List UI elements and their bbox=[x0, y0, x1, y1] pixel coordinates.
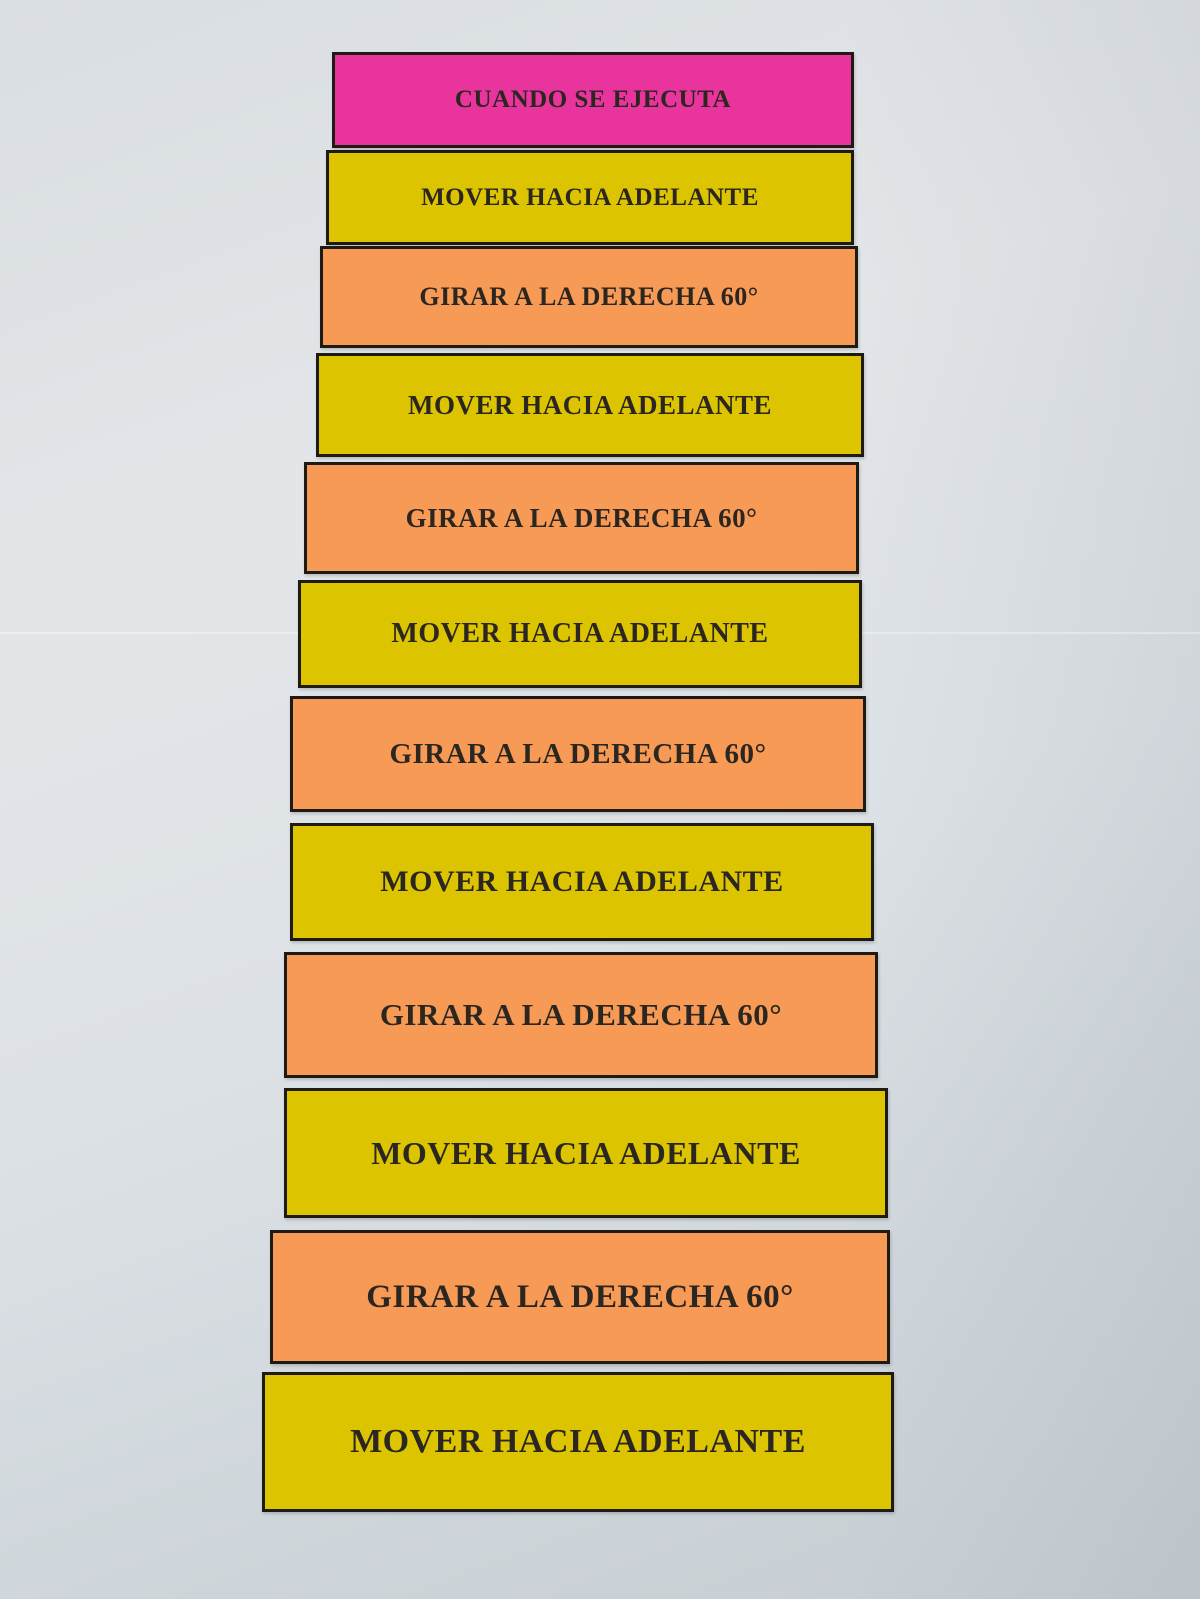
block-turn-right: GIRAR A LA DERECHA 60° bbox=[304, 462, 859, 574]
block-label: GIRAR A LA DERECHA 60° bbox=[405, 502, 758, 533]
lighting-shade bbox=[840, 0, 1200, 1599]
block-label: MOVER HACIA ADELANTE bbox=[380, 865, 784, 898]
block-move-forward: MOVER HACIA ADELANTE bbox=[326, 150, 854, 245]
block-label: MOVER HACIA ADELANTE bbox=[371, 1134, 801, 1171]
block-label: GIRAR A LA DERECHA 60° bbox=[366, 1278, 794, 1315]
block-label: GIRAR A LA DERECHA 60° bbox=[419, 282, 759, 311]
block-label: MOVER HACIA ADELANTE bbox=[407, 389, 773, 420]
block-turn-right: GIRAR A LA DERECHA 60° bbox=[284, 952, 878, 1078]
block-label: MOVER HACIA ADELANTE bbox=[421, 183, 759, 211]
block-move-forward: MOVER HACIA ADELANTE bbox=[284, 1088, 888, 1218]
block-move-forward: MOVER HACIA ADELANTE bbox=[290, 823, 874, 941]
block-label: GIRAR A LA DERECHA 60° bbox=[379, 997, 783, 1032]
block-turn-right: GIRAR A LA DERECHA 60° bbox=[290, 696, 866, 812]
block-turn-right: GIRAR A LA DERECHA 60° bbox=[320, 246, 858, 348]
block-move-forward: MOVER HACIA ADELANTE bbox=[316, 353, 864, 457]
block-turn-right: GIRAR A LA DERECHA 60° bbox=[270, 1230, 890, 1364]
block-move-forward: MOVER HACIA ADELANTE bbox=[262, 1372, 894, 1512]
block-when-run: CUANDO SE EJECUTA bbox=[332, 52, 854, 148]
block-move-forward: MOVER HACIA ADELANTE bbox=[298, 580, 862, 688]
block-label: MOVER HACIA ADELANTE bbox=[350, 1423, 806, 1460]
block-label: MOVER HACIA ADELANTE bbox=[391, 618, 769, 649]
block-label: CUANDO SE EJECUTA bbox=[454, 86, 732, 113]
block-label: GIRAR A LA DERECHA 60° bbox=[389, 737, 767, 770]
